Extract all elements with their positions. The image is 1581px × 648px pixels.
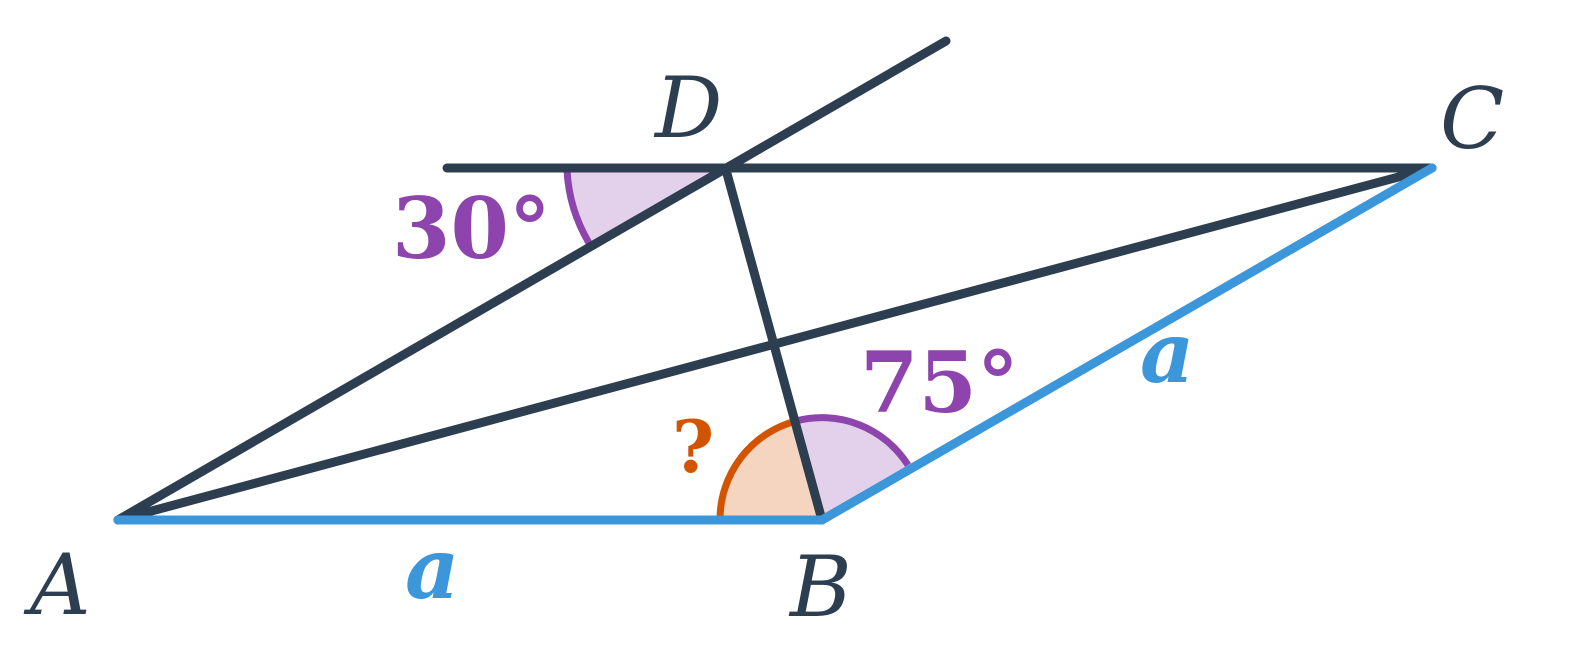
angle-arc-b-unknown bbox=[716, 417, 797, 521]
segment-db bbox=[721, 165, 827, 525]
angle-sector-b-unknown bbox=[719, 421, 822, 520]
angle-arc-d bbox=[563, 169, 593, 245]
side-label-ab: a bbox=[405, 519, 459, 618]
ray-ad-extended bbox=[113, 36, 951, 525]
side-label-bc: a bbox=[1140, 303, 1194, 402]
point-label-d: D bbox=[653, 59, 722, 157]
point-label-b: B bbox=[788, 538, 852, 636]
angle-label-d: 30° bbox=[392, 179, 551, 278]
angle-arc-b-given bbox=[795, 414, 911, 467]
angle-label-unknown: ? bbox=[672, 404, 714, 489]
point-label-a: A bbox=[23, 536, 91, 634]
point-label-c: C bbox=[1440, 70, 1504, 168]
side-bc bbox=[817, 163, 1437, 525]
angle-sector-b-given bbox=[796, 417, 908, 520]
angle-label-b: 75° bbox=[860, 333, 1019, 432]
